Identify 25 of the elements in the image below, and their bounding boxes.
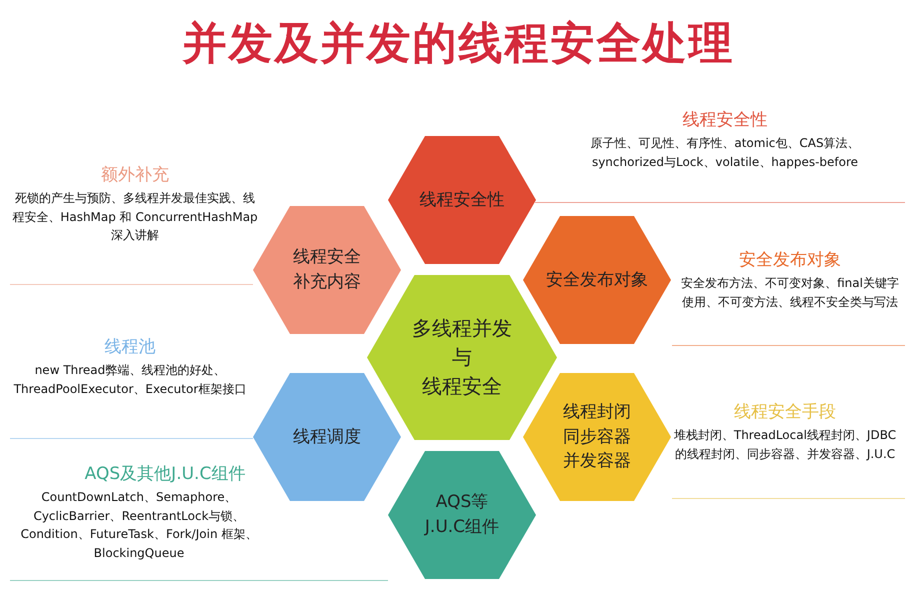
section-heading: AQS及其他J.U.C组件	[84, 463, 246, 485]
section-heading: 线程安全手段	[733, 401, 837, 423]
node-label: 线程封闭	[563, 401, 631, 424]
section-heading: 安全发布对象	[738, 249, 842, 271]
node-label: 与	[452, 344, 472, 370]
diagram-title: 并发及并发的线程安全处理	[182, 17, 736, 71]
node-label: 安全发布对象	[546, 268, 648, 292]
section-description: 安全发布方法、不可变对象、final关键字使用、不可变方法、线程不安全类与写法	[680, 275, 900, 311]
section-description: new Thread弊端、线程池的好处、ThreadPoolExecutor、Executor框架接口	[12, 362, 248, 398]
section-description: 原子性、可见性、有序性、atomic包、CAS算法、synchorized与Lock、volatile、happes-before	[589, 135, 861, 171]
node-label: 线程安全性	[420, 188, 504, 212]
hexagon-tile	[388, 451, 536, 579]
section-heading: 线程池	[104, 336, 156, 358]
section-description: 死锁的产生与预防、多线程并发最佳实践、线程安全、HashMap 和 ConcurrentHashMap 深入讲解	[11, 190, 259, 244]
node-label: 同步容器	[563, 426, 631, 449]
node-label: AQS等J.U.C组件	[423, 491, 500, 539]
node-label: 多线程并发	[412, 314, 512, 342]
node-label: 线程安全补充内容	[292, 246, 362, 294]
section-heading: 额外补充	[100, 164, 170, 186]
node-label: 线程调度	[293, 426, 361, 449]
node-label: 线程安全	[422, 372, 502, 400]
node-label: 并发容器	[563, 450, 631, 474]
section-heading: 线程安全性	[682, 109, 768, 131]
section-description: 堆栈封闭、ThreadLocal线程封闭、JDBC的线程封闭、同步容器、并发容器、J.U.C	[672, 427, 898, 463]
section-description: CountDownLatch、Semaphore、CyclicBarrier、ReentrantLock与锁、Condition、FutureTask、Fork/Join 框架、BlockingQueue	[20, 489, 258, 562]
